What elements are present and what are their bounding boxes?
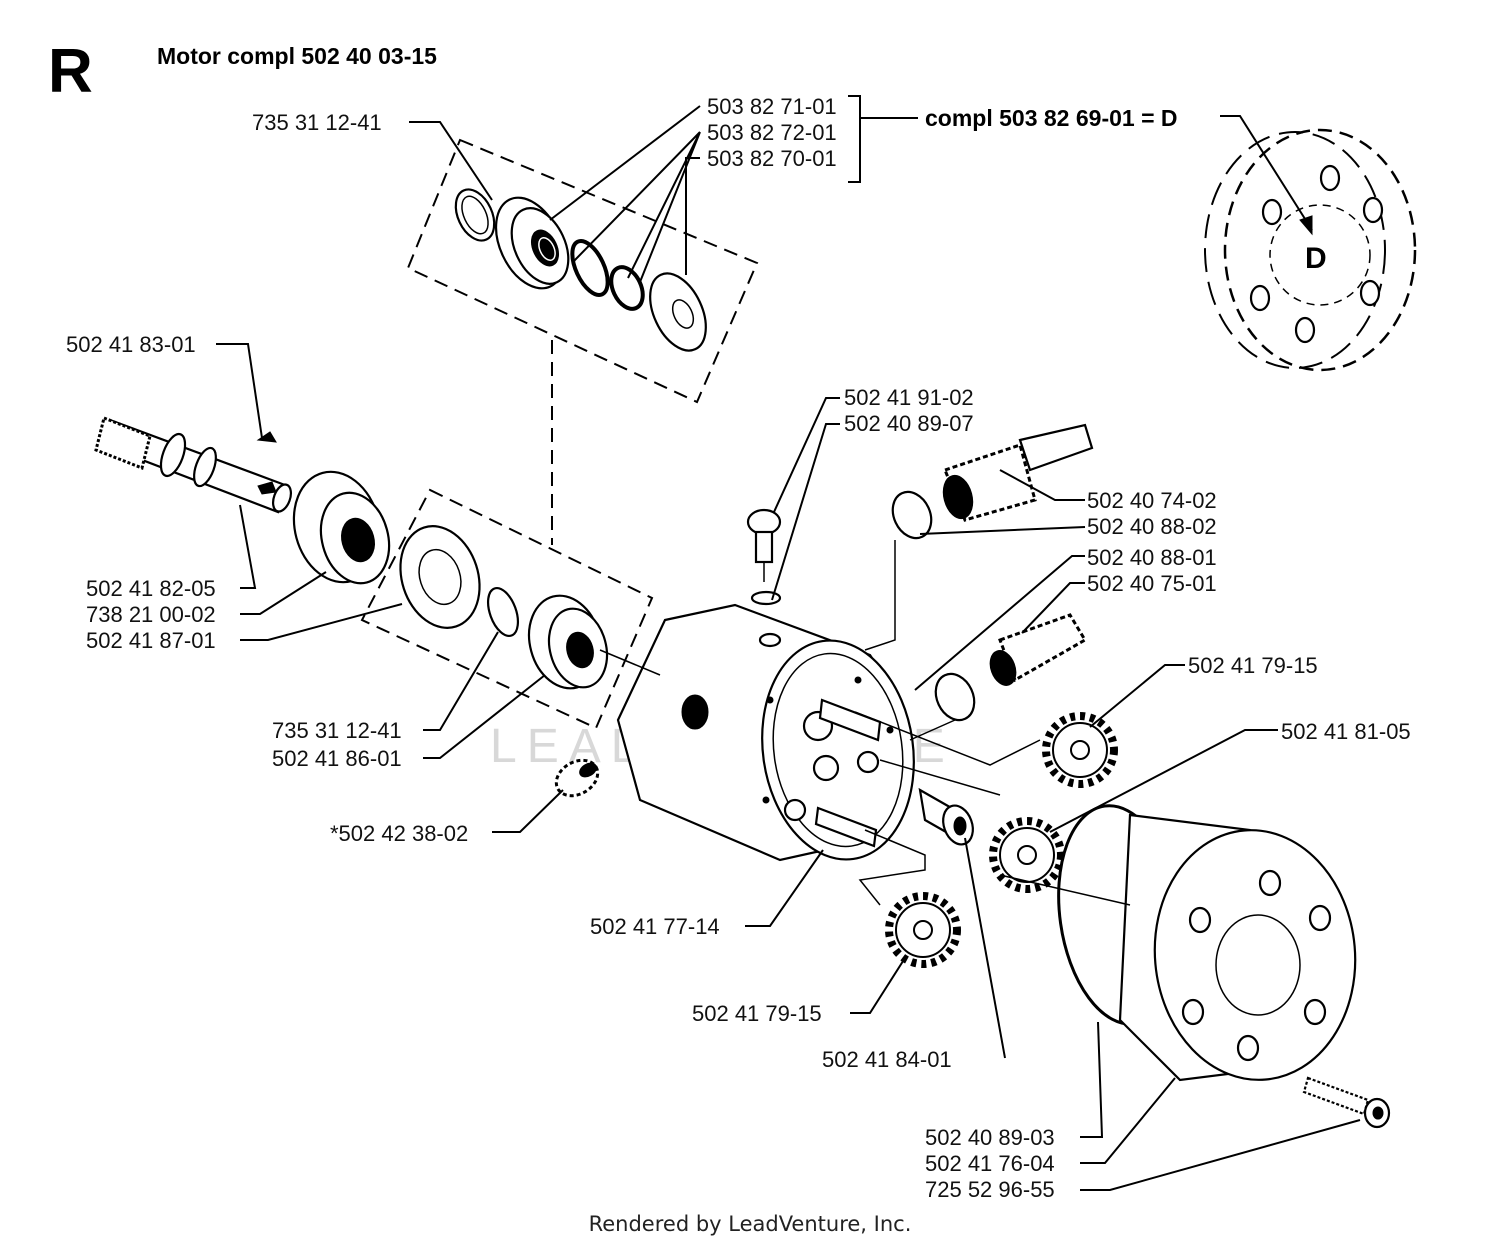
gear-right [1046,716,1114,784]
adjusting-screw [746,508,782,606]
part-label: 735 31 12-41 [272,718,402,743]
part-label: 502 41 79-15 [692,1001,822,1026]
socket-bolt [1302,1076,1391,1129]
part-label: 502 40 89-07 [844,411,974,436]
hose-fitting-top [891,423,1094,540]
part-label: 503 82 70-01 [707,146,837,171]
detail-d-housing [1204,128,1417,372]
part-label: 735 31 12-41 [252,110,382,135]
ball-bearing-large [292,470,391,585]
leader-lines [216,105,1361,1191]
part-label: 502 41 77-14 [590,914,720,939]
middle-group-parts [399,525,609,690]
kit-label: compl 503 82 69-01 = D [925,105,1178,131]
part-label: 738 21 00-02 [86,602,216,627]
hose-fitting-middle [934,613,1088,722]
part-label: 502 41 79-15 [1188,653,1318,678]
part-label: 502 41 83-01 [66,332,196,357]
part-label: 502 40 75-01 [1087,571,1217,596]
part-label: 503 82 72-01 [707,120,837,145]
part-label: 503 82 71-01 [707,94,837,119]
part-label: 502 40 88-02 [1087,514,1217,539]
part-label: 502 40 89-03 [925,1125,1055,1150]
part-label: *502 42 38-02 [330,821,468,846]
drive-shaft [94,415,293,514]
part-label: 502 41 81-05 [1281,719,1411,744]
part-label: 502 41 91-02 [844,385,974,410]
section-letter: R [48,37,93,106]
end-cover [1057,804,1357,1082]
part-label: 502 41 76-04 [925,1151,1055,1176]
page-title: Motor compl 502 40 03-15 [157,43,437,69]
kit-arrowhead [1299,215,1313,236]
sleeve [918,787,974,846]
part-label: 502 41 82-05 [86,576,216,601]
set-screw [554,758,600,798]
motor-housing [616,603,915,862]
seal-kit-parts [454,188,707,352]
kit-bracket [848,95,918,183]
part-label: 502 40 74-02 [1087,488,1217,513]
part-label: 502 40 88-01 [1087,545,1217,570]
footer-credit: Rendered by LeadVenture, Inc. [588,1212,912,1236]
kit-arrow [1220,115,1313,231]
part-label: 502 41 87-01 [86,628,216,653]
gear-bottom [889,896,957,964]
part-label: 725 52 96-55 [925,1177,1055,1202]
part-label: 502 41 86-01 [272,746,402,771]
part-label: 502 41 84-01 [822,1047,952,1072]
part-labels: 735 31 12-41 503 82 71-01 503 82 72-01 5… [66,94,1411,1202]
detail-letter: D [1305,242,1327,275]
kit-group-outline-middle [360,488,654,730]
kit-group-outline-top [406,138,759,404]
